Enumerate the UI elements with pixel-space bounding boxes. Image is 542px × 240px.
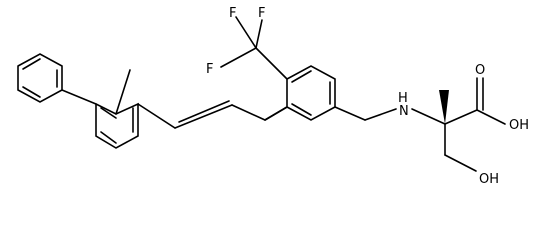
amine-nitrogen-label: N xyxy=(399,104,409,119)
c-f-bond xyxy=(255,19,263,49)
trifluoromethylphenyl-ring xyxy=(264,65,336,121)
benzyl-bond xyxy=(334,106,366,121)
ring-double-bond xyxy=(291,103,312,116)
ring-double-bond xyxy=(22,86,41,98)
ring-double-bond xyxy=(291,70,312,83)
carbonyl-oxygen-label: O xyxy=(475,63,485,78)
amino-acid-core xyxy=(439,90,478,172)
ring-double-bond xyxy=(100,131,117,144)
ring-bonds xyxy=(17,53,63,103)
ring-bond xyxy=(264,106,288,121)
fluorine-label: F xyxy=(229,6,236,21)
c-f-bond xyxy=(235,16,257,49)
wedge-methyl-bond xyxy=(439,90,449,124)
acid-hydroxyl-label: OH xyxy=(509,118,529,133)
vinyl-single-bond xyxy=(231,104,266,121)
vinyl-linker xyxy=(137,100,266,129)
chemical-structure: F F F H N O OH OH xyxy=(17,6,529,187)
cf3-bond xyxy=(255,47,288,80)
ring-double-bond xyxy=(100,107,117,119)
carboxylic-acid-group: O OH xyxy=(475,63,529,133)
ch2-o-bond xyxy=(444,154,477,172)
phenyl-ring-terminal xyxy=(17,53,63,103)
ch2-n-bond xyxy=(364,108,397,121)
c-carboxyl-bond xyxy=(444,109,478,125)
hydroxyl-label: OH xyxy=(479,172,499,187)
vinyl-double-bond xyxy=(174,104,233,129)
c-oh-bond xyxy=(476,109,506,125)
trifluoromethyl-group: F F F xyxy=(206,6,288,80)
structure-canvas: F F F H N O OH OH xyxy=(17,6,529,187)
fluorine-label: F xyxy=(258,6,265,21)
amine-hydrogen-label: H xyxy=(398,91,408,106)
vinyl-single-bond xyxy=(137,103,176,129)
vinyl-double-bond-inner xyxy=(178,100,230,123)
ring-bonds xyxy=(264,65,336,121)
c-f-bond xyxy=(220,47,257,68)
aryl-methyl-bond xyxy=(115,69,131,115)
biaryl-bond xyxy=(61,89,97,105)
ring-double-bond xyxy=(22,58,41,70)
fluorine-label: F xyxy=(206,62,213,77)
n-c-bond xyxy=(411,108,446,125)
